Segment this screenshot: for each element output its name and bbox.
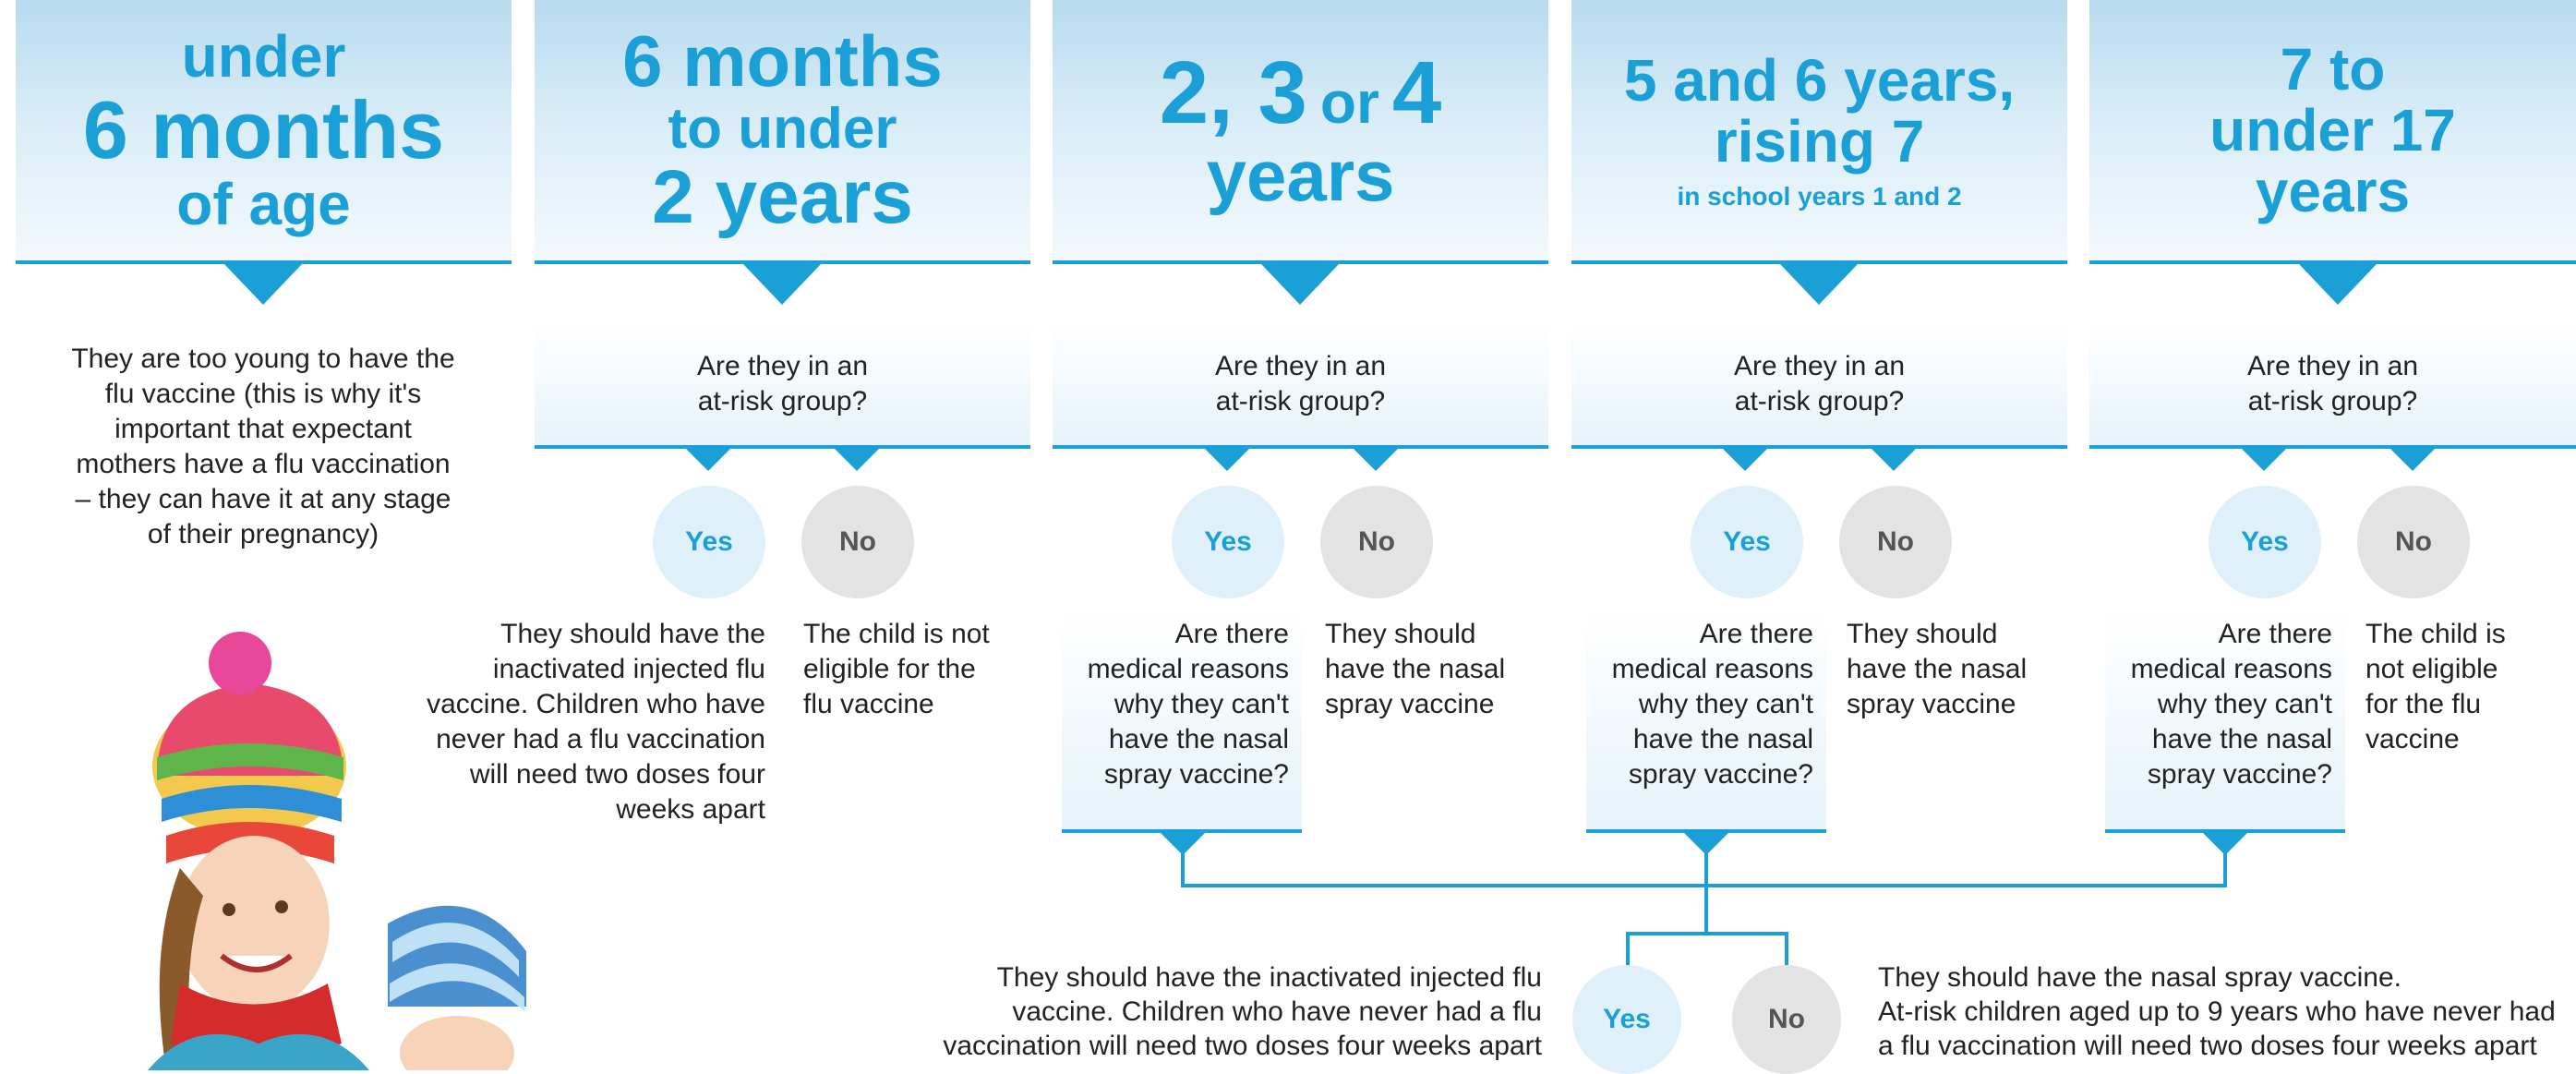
connector-line: [1626, 932, 1630, 969]
header-line: years: [2255, 158, 2411, 224]
header-6-months-to-2-years: 6 months to under 2 years: [535, 0, 1030, 264]
question-text: Are there medical reasons why they can't…: [1087, 619, 1289, 790]
question-text: Are there medical reasons why they can't…: [2130, 619, 2332, 790]
arrow-down-icon: [2242, 449, 2286, 471]
arrow-down-icon: [686, 449, 730, 471]
at-risk-question-2-4y: Are they in an at-risk group?: [1053, 323, 1548, 449]
no-circle: No: [1320, 486, 1433, 598]
yes-circle: Yes: [653, 486, 765, 598]
header-line: 4: [1391, 43, 1442, 142]
outcome-line: They should have the nasal spray vaccine…: [1878, 962, 2401, 993]
yes-circle: Yes: [2209, 486, 2321, 598]
header-row: 2, 3 or 4: [1160, 49, 1442, 138]
no-circle: No: [1839, 486, 1952, 598]
connector-line: [1181, 850, 1185, 887]
no-circle: No: [2357, 486, 2470, 598]
yes-circle: Yes: [1172, 486, 1284, 598]
at-risk-question-6m-2y: Are they in an at-risk group?: [535, 323, 1030, 449]
connector-line: [1785, 932, 1788, 969]
arrow-down-icon: [1205, 449, 1249, 471]
connector-line: [1704, 850, 1708, 887]
header-under-6-months: under 6 months of age: [16, 0, 512, 264]
header-line: or: [1319, 69, 1379, 136]
medical-reasons-question: Are there medical reasons why they can't…: [1062, 609, 1302, 833]
arrow-down-icon: [224, 264, 302, 305]
connector-line: [1181, 884, 2227, 887]
yes-circle: Yes: [1691, 486, 1803, 598]
bottom-nasal-spray-outcome: They should have the nasal spray vaccine…: [1878, 960, 2570, 1063]
yes-circle: Yes: [1572, 965, 1681, 1074]
medical-reasons-question: Are there medical reasons why they can't…: [1586, 609, 1826, 833]
header-5-and-6-years: 5 and 6 years, rising 7 in school years …: [1571, 0, 2067, 264]
connector-line: [1704, 884, 1708, 934]
arrow-down-icon: [743, 264, 821, 305]
no-circle: No: [801, 486, 914, 598]
children-photo: [148, 632, 526, 1070]
header-line: 2, 3: [1159, 43, 1307, 142]
arrow-down-icon: [1261, 264, 1339, 305]
nasal-spray-outcome: They should have the nasal spray vaccine: [1325, 619, 1506, 719]
header-line: 7 to: [2280, 36, 2386, 103]
header-line: of age: [176, 171, 351, 237]
arrow-down-icon: [1780, 264, 1858, 305]
at-risk-question-7-17y: Are they in an at-risk group?: [2089, 323, 2576, 449]
header-line: 5 and 6 years,: [1623, 47, 2016, 114]
arrow-down-icon: [835, 449, 879, 471]
question-text: Are they in an at-risk group?: [1733, 351, 1906, 416]
arrow-down-icon: [1872, 449, 1916, 471]
too-young-description: They are too young to have the flu vacci…: [71, 344, 455, 549]
header-line: years: [1206, 135, 1395, 216]
header-line: 6 months: [82, 84, 445, 175]
header-line: under 17: [2209, 97, 2456, 163]
bottom-injected-vaccine-outcome: They should have the inactivated injecte…: [943, 962, 1542, 1061]
outcome-line: At-risk children aged up to 9 years who …: [1878, 996, 2556, 1061]
arrow-down-icon: [1723, 449, 1767, 471]
header-line: rising 7: [1714, 108, 1925, 175]
header-line: under: [181, 23, 346, 90]
injected-vaccine-outcome: They should have the inactivated injecte…: [427, 619, 765, 825]
not-eligible-outcome: The child is not eligible for the flu va…: [803, 619, 990, 719]
header-7-to-under-17-years: 7 to under 17 years: [2089, 0, 2576, 264]
header-line: 2 years: [652, 155, 913, 239]
arrow-down-icon: [2390, 449, 2435, 471]
at-risk-question-5-6y: Are they in an at-risk group?: [1571, 323, 2067, 449]
question-text: Are they in an at-risk group?: [2246, 351, 2419, 416]
header-line: to under: [668, 97, 897, 161]
medical-reasons-question: Are there medical reasons why they can't…: [2105, 609, 2345, 833]
header-2-3-or-4-years: 2, 3 or 4 years: [1053, 0, 1548, 264]
question-text: Are they in an at-risk group?: [696, 351, 869, 416]
header-line: 6 months: [622, 20, 943, 102]
connector-line: [2223, 850, 2227, 887]
connector-line: [1626, 932, 1788, 935]
arrow-down-icon: [2299, 264, 2377, 305]
question-text: Are there medical reasons why they can't…: [1611, 619, 1813, 790]
not-eligible-outcome: The child is not eligible for the flu va…: [2365, 619, 2506, 754]
header-line: in school years 1 and 2: [1677, 182, 1962, 211]
no-circle: No: [1732, 965, 1841, 1074]
question-text: Are they in an at-risk group?: [1214, 351, 1387, 416]
arrow-down-icon: [1354, 449, 1398, 471]
nasal-spray-outcome: They should have the nasal spray vaccine: [1847, 619, 2028, 719]
